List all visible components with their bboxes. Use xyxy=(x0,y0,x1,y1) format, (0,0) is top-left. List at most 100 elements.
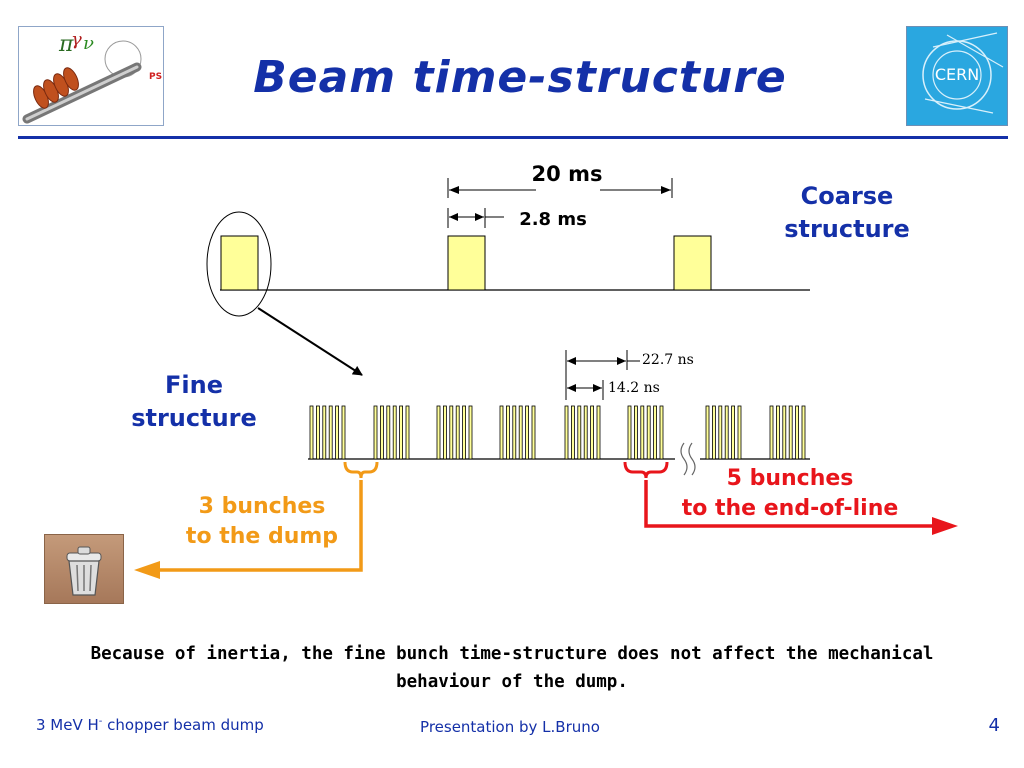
pulse-length-label: 2.8 ms xyxy=(519,209,587,230)
bunch-pulse xyxy=(449,405,454,460)
bunch-pulse xyxy=(518,405,523,460)
bunch-pulse xyxy=(590,405,594,460)
bunch-pulse xyxy=(564,405,569,460)
bunch-pulse xyxy=(399,405,404,460)
bunch-pulse xyxy=(596,405,601,460)
period-label: 20 ms xyxy=(531,162,603,186)
project-logo-icon: π γ ν PS xyxy=(22,29,162,124)
trash-can-icon xyxy=(66,546,102,596)
title-divider xyxy=(18,136,1008,139)
bunch-pulse xyxy=(309,405,314,460)
bunch-pulse xyxy=(373,405,378,460)
fine-structure xyxy=(308,350,810,476)
bunch-pulse xyxy=(335,405,340,460)
page-number: 4 xyxy=(988,715,1000,736)
bunch-pulse xyxy=(499,405,504,460)
bunch-pulse xyxy=(712,405,716,460)
bunch-pulse xyxy=(724,405,729,460)
footnote: Because of inertia, the fine bunch time-… xyxy=(40,640,984,696)
bunch-pulse xyxy=(653,405,657,460)
dump-label-line: to the dump xyxy=(185,524,339,549)
fine-label-line: structure xyxy=(131,404,257,432)
bunch-pulse xyxy=(392,405,397,460)
coarse-pulse xyxy=(673,235,712,291)
end-of-line-path xyxy=(623,461,958,535)
dump-line xyxy=(160,480,363,572)
bunch-pulse xyxy=(577,405,582,460)
bunch-pulse xyxy=(705,405,710,460)
page-title: Beam time-structure xyxy=(253,52,787,103)
bunch-pulse xyxy=(776,405,780,460)
svg-text:ν: ν xyxy=(83,33,94,54)
bunch-pulse xyxy=(801,405,806,460)
bunch-pulse xyxy=(315,405,320,460)
dump-arrowhead xyxy=(134,561,160,579)
footer-left: 3 MeV H- chopper beam dump xyxy=(36,716,264,734)
bunch-pulse xyxy=(525,405,529,460)
coarse-pulse xyxy=(447,235,486,291)
dump-label: 3 bunches to the dump xyxy=(170,492,354,552)
footer-left-superscript: - xyxy=(98,716,103,727)
end-of-line-arrowhead xyxy=(932,517,958,535)
bunch-pulse xyxy=(634,405,638,460)
bunch-pulse xyxy=(455,405,460,460)
bunch-pulse xyxy=(512,405,517,460)
bunch-pulse xyxy=(646,405,651,460)
bunch-pulse xyxy=(405,405,410,460)
bunch-pulse xyxy=(436,405,441,460)
coarse-structure xyxy=(206,178,810,376)
end-of-line-bracket xyxy=(623,461,669,479)
bunch-pulse xyxy=(788,405,793,460)
dump-bracket xyxy=(343,461,379,479)
axis-break xyxy=(680,442,688,476)
bunch-pulse xyxy=(386,405,391,460)
zoom-arrow xyxy=(257,307,363,376)
cern-logo-icon: CERN xyxy=(922,32,1004,114)
bunch-pulse xyxy=(322,405,327,460)
bunch-pulse xyxy=(769,405,774,460)
zoom-ellipse xyxy=(206,211,272,317)
footer-center: Presentation by L.Bruno xyxy=(420,718,600,736)
bunch-pulse xyxy=(640,405,645,460)
bunch-pulse xyxy=(731,405,735,460)
footnote-line: behaviour of the dump. xyxy=(396,672,628,692)
end-of-line-label-line: to the end-of-line xyxy=(681,496,899,521)
end-of-line-label: 5 bunches to the end-of-line xyxy=(662,464,918,524)
fine-label-line: Fine xyxy=(165,371,223,399)
bunch-pulse xyxy=(795,405,799,460)
bunch-pulse xyxy=(737,405,742,460)
bunch-pulse xyxy=(328,405,333,460)
coarse-label-line: Coarse xyxy=(800,182,894,210)
bunch-period-label: 22.7 ns xyxy=(642,352,694,368)
dump-label-line: 3 bunches xyxy=(198,494,326,519)
bunch-pulse xyxy=(583,405,588,460)
bunch-pulse xyxy=(341,405,346,460)
bunch-pulse xyxy=(468,405,473,460)
bunch-gap-label: 14.2 ns xyxy=(608,380,660,396)
end-of-line-label-line: 5 bunches xyxy=(726,466,854,491)
footnote-line: Because of inertia, the fine bunch time-… xyxy=(90,644,934,664)
ps-logo-text: PS xyxy=(149,72,162,82)
bunch-pulse xyxy=(462,405,467,460)
bunch-pulse xyxy=(571,405,575,460)
footer-left-prefix: 3 MeV H xyxy=(36,716,99,734)
dump-path xyxy=(134,461,379,579)
trash-icon xyxy=(44,534,124,604)
bunch-pulse xyxy=(379,405,384,460)
coarse-pulse xyxy=(220,235,259,291)
fine-structure-label: Fine structure xyxy=(120,369,268,435)
footer-left-suffix: chopper beam dump xyxy=(102,716,264,734)
bunch-pulse xyxy=(531,405,536,460)
coarse-structure-label: Coarse structure xyxy=(770,180,924,246)
axis-break xyxy=(688,442,696,476)
bunch-pulse xyxy=(782,405,787,460)
cern-logo-text: CERN xyxy=(935,65,979,84)
svg-text:γ: γ xyxy=(71,29,82,50)
coarse-label-line: structure xyxy=(784,215,910,243)
bunch-pulse xyxy=(718,405,723,460)
project-logo: π γ ν PS xyxy=(18,26,164,126)
cern-logo: CERN xyxy=(906,26,1008,126)
bunch-pulse xyxy=(627,405,632,460)
